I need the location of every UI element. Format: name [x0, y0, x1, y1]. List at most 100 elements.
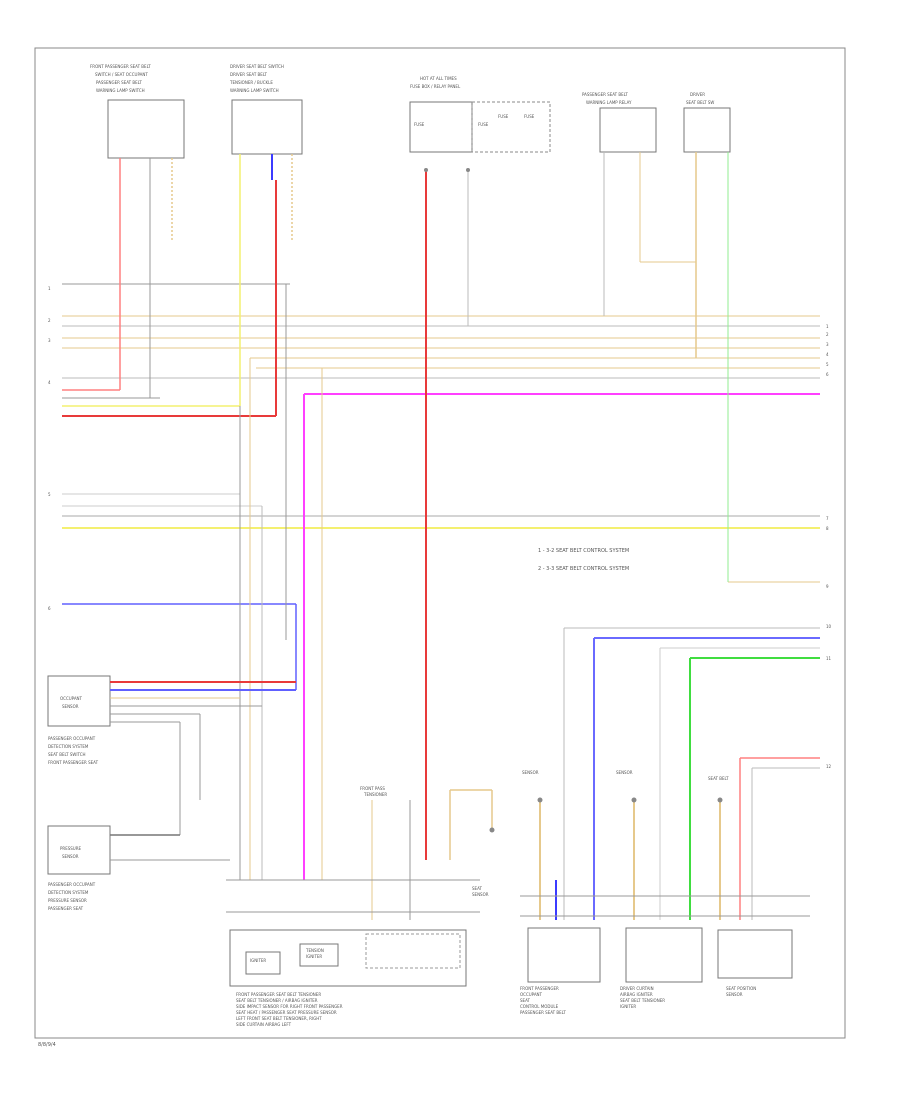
- svg-text:SEAT POSITION: SEAT POSITION: [726, 986, 756, 991]
- svg-text:PASSENGER OCCUPANT: PASSENGER OCCUPANT: [48, 882, 96, 887]
- svg-text:SENSOR: SENSOR: [522, 770, 539, 775]
- page-ref: 8/8/9/4: [38, 1042, 56, 1048]
- svg-text:FUSE: FUSE: [414, 122, 425, 127]
- front-passenger-tensioner-module: IGNITER TENSION IGNITER FRONT PASS TENSI…: [229, 786, 467, 987]
- svg-text:DRIVER: DRIVER: [690, 92, 705, 97]
- left-occupant-switch: OCCUPANT SENSOR PASSENGER OCCUPANT DETEC…: [47, 675, 111, 765]
- svg-text:9: 9: [826, 584, 829, 589]
- svg-text:SEAT HEAT / PASSENGER SEAT PRE: SEAT HEAT / PASSENGER SEAT PRESSURE SENS…: [236, 1010, 337, 1015]
- svg-text:PRESSURE: PRESSURE: [60, 846, 82, 851]
- svg-text:SWITCH / SEAT OCCUPANT: SWITCH / SEAT OCCUPANT: [95, 72, 148, 77]
- svg-text:TENSION: TENSION: [305, 948, 324, 953]
- svg-text:2: 2: [48, 318, 51, 323]
- svg-text:2: 2: [826, 332, 829, 337]
- svg-text:TENSIONER / BUCKLE: TENSIONER / BUCKLE: [229, 80, 273, 85]
- bottom-right-wires: [539, 627, 820, 920]
- svg-text:FRONT PASS: FRONT PASS: [360, 786, 385, 791]
- svg-text:WARNING LAMP SWITCH: WARNING LAMP SWITCH: [230, 88, 279, 93]
- svg-text:HOT AT ALL TIMES: HOT AT ALL TIMES: [420, 76, 457, 81]
- svg-text:8: 8: [826, 526, 829, 531]
- svg-text:7: 7: [826, 516, 829, 521]
- svg-text:DETECTION SYSTEM: DETECTION SYSTEM: [48, 744, 89, 749]
- svg-text:6: 6: [826, 372, 829, 377]
- svg-text:SEAT BELT: SEAT BELT: [708, 776, 729, 781]
- svg-text:SEAT BELT TENSIONER: SEAT BELT TENSIONER: [620, 998, 665, 1003]
- svg-text:IGNITER: IGNITER: [250, 958, 266, 963]
- svg-text:FUSE BOX / RELAY PANEL: FUSE BOX / RELAY PANEL: [410, 84, 461, 89]
- legend: 1 - 3-2 SEAT BELT CONTROL SYSTEM 2 - 3-3…: [538, 548, 629, 572]
- svg-text:AIRBAG IGNITER: AIRBAG IGNITER: [620, 992, 653, 997]
- svg-text:SENSOR: SENSOR: [62, 854, 79, 859]
- svg-text:IGNITER: IGNITER: [306, 954, 322, 959]
- svg-text:FUSE: FUSE: [524, 114, 535, 119]
- svg-text:1: 1: [826, 324, 829, 329]
- svg-text:WARNING LAMP RELAY: WARNING LAMP RELAY: [586, 100, 632, 105]
- seat-sensor-module: SEAT POSITION SENSOR: [717, 929, 793, 997]
- svg-text:SENSOR: SENSOR: [616, 770, 633, 775]
- svg-text:IGNITER: IGNITER: [620, 1004, 636, 1009]
- left-edge-labels: 1 2 3 4 5 6: [48, 286, 51, 611]
- top-center-left-component: DRIVER SEAT BELT SWITCH DRIVER SEAT BELT…: [229, 64, 303, 155]
- svg-text:11: 11: [826, 656, 832, 661]
- svg-text:PASSENGER SEAT BELT: PASSENGER SEAT BELT: [582, 92, 628, 97]
- svg-text:SEAT: SEAT: [520, 998, 530, 1003]
- front-passenger-tensioner-text: FRONT PASSENGER SEAT BELT TENSIONER SEAT…: [236, 992, 343, 1027]
- svg-text:SIDE CURTAIN AIRBAG LEFT: SIDE CURTAIN AIRBAG LEFT: [236, 1022, 292, 1027]
- svg-text:4: 4: [48, 380, 51, 385]
- svg-text:10: 10: [826, 624, 832, 629]
- legend-item-1: 1 - 3-2 SEAT BELT CONTROL SYSTEM: [538, 548, 629, 554]
- fuse-box-component: HOT AT ALL TIMES FUSE BOX / RELAY PANEL …: [409, 76, 551, 153]
- top-left-component: FRONT PASSENGER SEAT BELT SWITCH / SEAT …: [90, 64, 185, 159]
- top-far-right-switch: DRIVER SEAT BELT SW: [683, 92, 731, 153]
- svg-text:PRESSURE SENSOR: PRESSURE SENSOR: [48, 898, 87, 903]
- svg-text:FRONT PASSENGER SEAT BELT: FRONT PASSENGER SEAT BELT: [90, 64, 151, 69]
- svg-text:DRIVER SEAT BELT SWITCH: DRIVER SEAT BELT SWITCH: [230, 64, 284, 69]
- svg-text:FUSE: FUSE: [478, 122, 489, 127]
- svg-text:WARNING LAMP SWITCH: WARNING LAMP SWITCH: [96, 88, 145, 93]
- left-module-wires: [110, 681, 296, 861]
- svg-text:6: 6: [48, 606, 51, 611]
- left-pressure-sensor: PRESSURE SENSOR PASSENGER OCCUPANT DETEC…: [47, 825, 111, 911]
- diagram-frame: [34, 47, 846, 1039]
- svg-text:OCCUPANT: OCCUPANT: [60, 696, 83, 701]
- right-edge-labels: 1 2 3 4 5 6 7 8 9 10 11 12: [826, 324, 832, 769]
- svg-text:PASSENGER SEAT BELT: PASSENGER SEAT BELT: [96, 80, 142, 85]
- svg-text:DRIVER SEAT BELT: DRIVER SEAT BELT: [230, 72, 268, 77]
- svg-text:SENSOR: SENSOR: [62, 704, 79, 709]
- top-right-relay: PASSENGER SEAT BELT WARNING LAMP RELAY: [582, 92, 657, 153]
- svg-text:3: 3: [48, 338, 51, 343]
- svg-text:LEFT FRONT SEAT BELT TENSIONER: LEFT FRONT SEAT BELT TENSIONER, RIGHT: [236, 1016, 322, 1021]
- bottom-middle-wires: [226, 789, 810, 920]
- svg-text:TENSIONER: TENSIONER: [363, 792, 387, 797]
- svg-text:FUSE: FUSE: [498, 114, 509, 119]
- svg-text:SENSOR: SENSOR: [726, 992, 743, 997]
- svg-text:DETECTION SYSTEM: DETECTION SYSTEM: [48, 890, 89, 895]
- front-passenger-occupant-module: FRONT PASSENGER OCCUPANT SEAT CONTROL MO…: [520, 927, 601, 1015]
- svg-text:CONTROL MODULE: CONTROL MODULE: [520, 1004, 559, 1009]
- svg-text:12: 12: [826, 764, 832, 769]
- svg-text:5: 5: [826, 362, 829, 367]
- svg-text:SIDE IMPACT SENSOR FOR RIGHT F: SIDE IMPACT SENSOR FOR RIGHT FRONT PASSE…: [236, 1004, 343, 1009]
- svg-text:FRONT PASSENGER SEAT BELT TENS: FRONT PASSENGER SEAT BELT TENSIONER: [236, 992, 321, 997]
- svg-text:PASSENGER SEAT: PASSENGER SEAT: [48, 906, 84, 911]
- svg-text:PASSENGER SEAT BELT: PASSENGER SEAT BELT: [520, 1010, 566, 1015]
- svg-text:SEAT BELT SWITCH: SEAT BELT SWITCH: [48, 752, 86, 757]
- driver-curtain-module: DRIVER CURTAIN AIRBAG IGNITER SEAT BELT …: [620, 927, 703, 1009]
- horizontal-wires: [62, 283, 820, 605]
- svg-text:PASSENGER OCCUPANT: PASSENGER OCCUPANT: [48, 736, 96, 741]
- ground-symbols: [424, 168, 723, 833]
- svg-text:5: 5: [48, 492, 51, 497]
- svg-text:FRONT PASSENGER: FRONT PASSENGER: [520, 986, 559, 991]
- vertical-wires: [119, 152, 729, 880]
- svg-text:SEAT: SEAT: [472, 886, 482, 891]
- svg-text:SEAT BELT TENSIONER / AIRBAG I: SEAT BELT TENSIONER / AIRBAG IGNITER: [236, 998, 318, 1003]
- svg-text:4: 4: [826, 352, 829, 357]
- svg-text:3: 3: [826, 342, 829, 347]
- svg-text:OCCUPANT: OCCUPANT: [520, 992, 543, 997]
- svg-text:FRONT PASSENGER SEAT: FRONT PASSENGER SEAT: [48, 760, 99, 765]
- svg-text:1: 1: [48, 286, 51, 291]
- legend-item-2: 2 - 3-3 SEAT BELT CONTROL SYSTEM: [538, 566, 629, 572]
- svg-text:SENSOR: SENSOR: [472, 892, 489, 897]
- svg-text:DRIVER CURTAIN: DRIVER CURTAIN: [620, 986, 654, 991]
